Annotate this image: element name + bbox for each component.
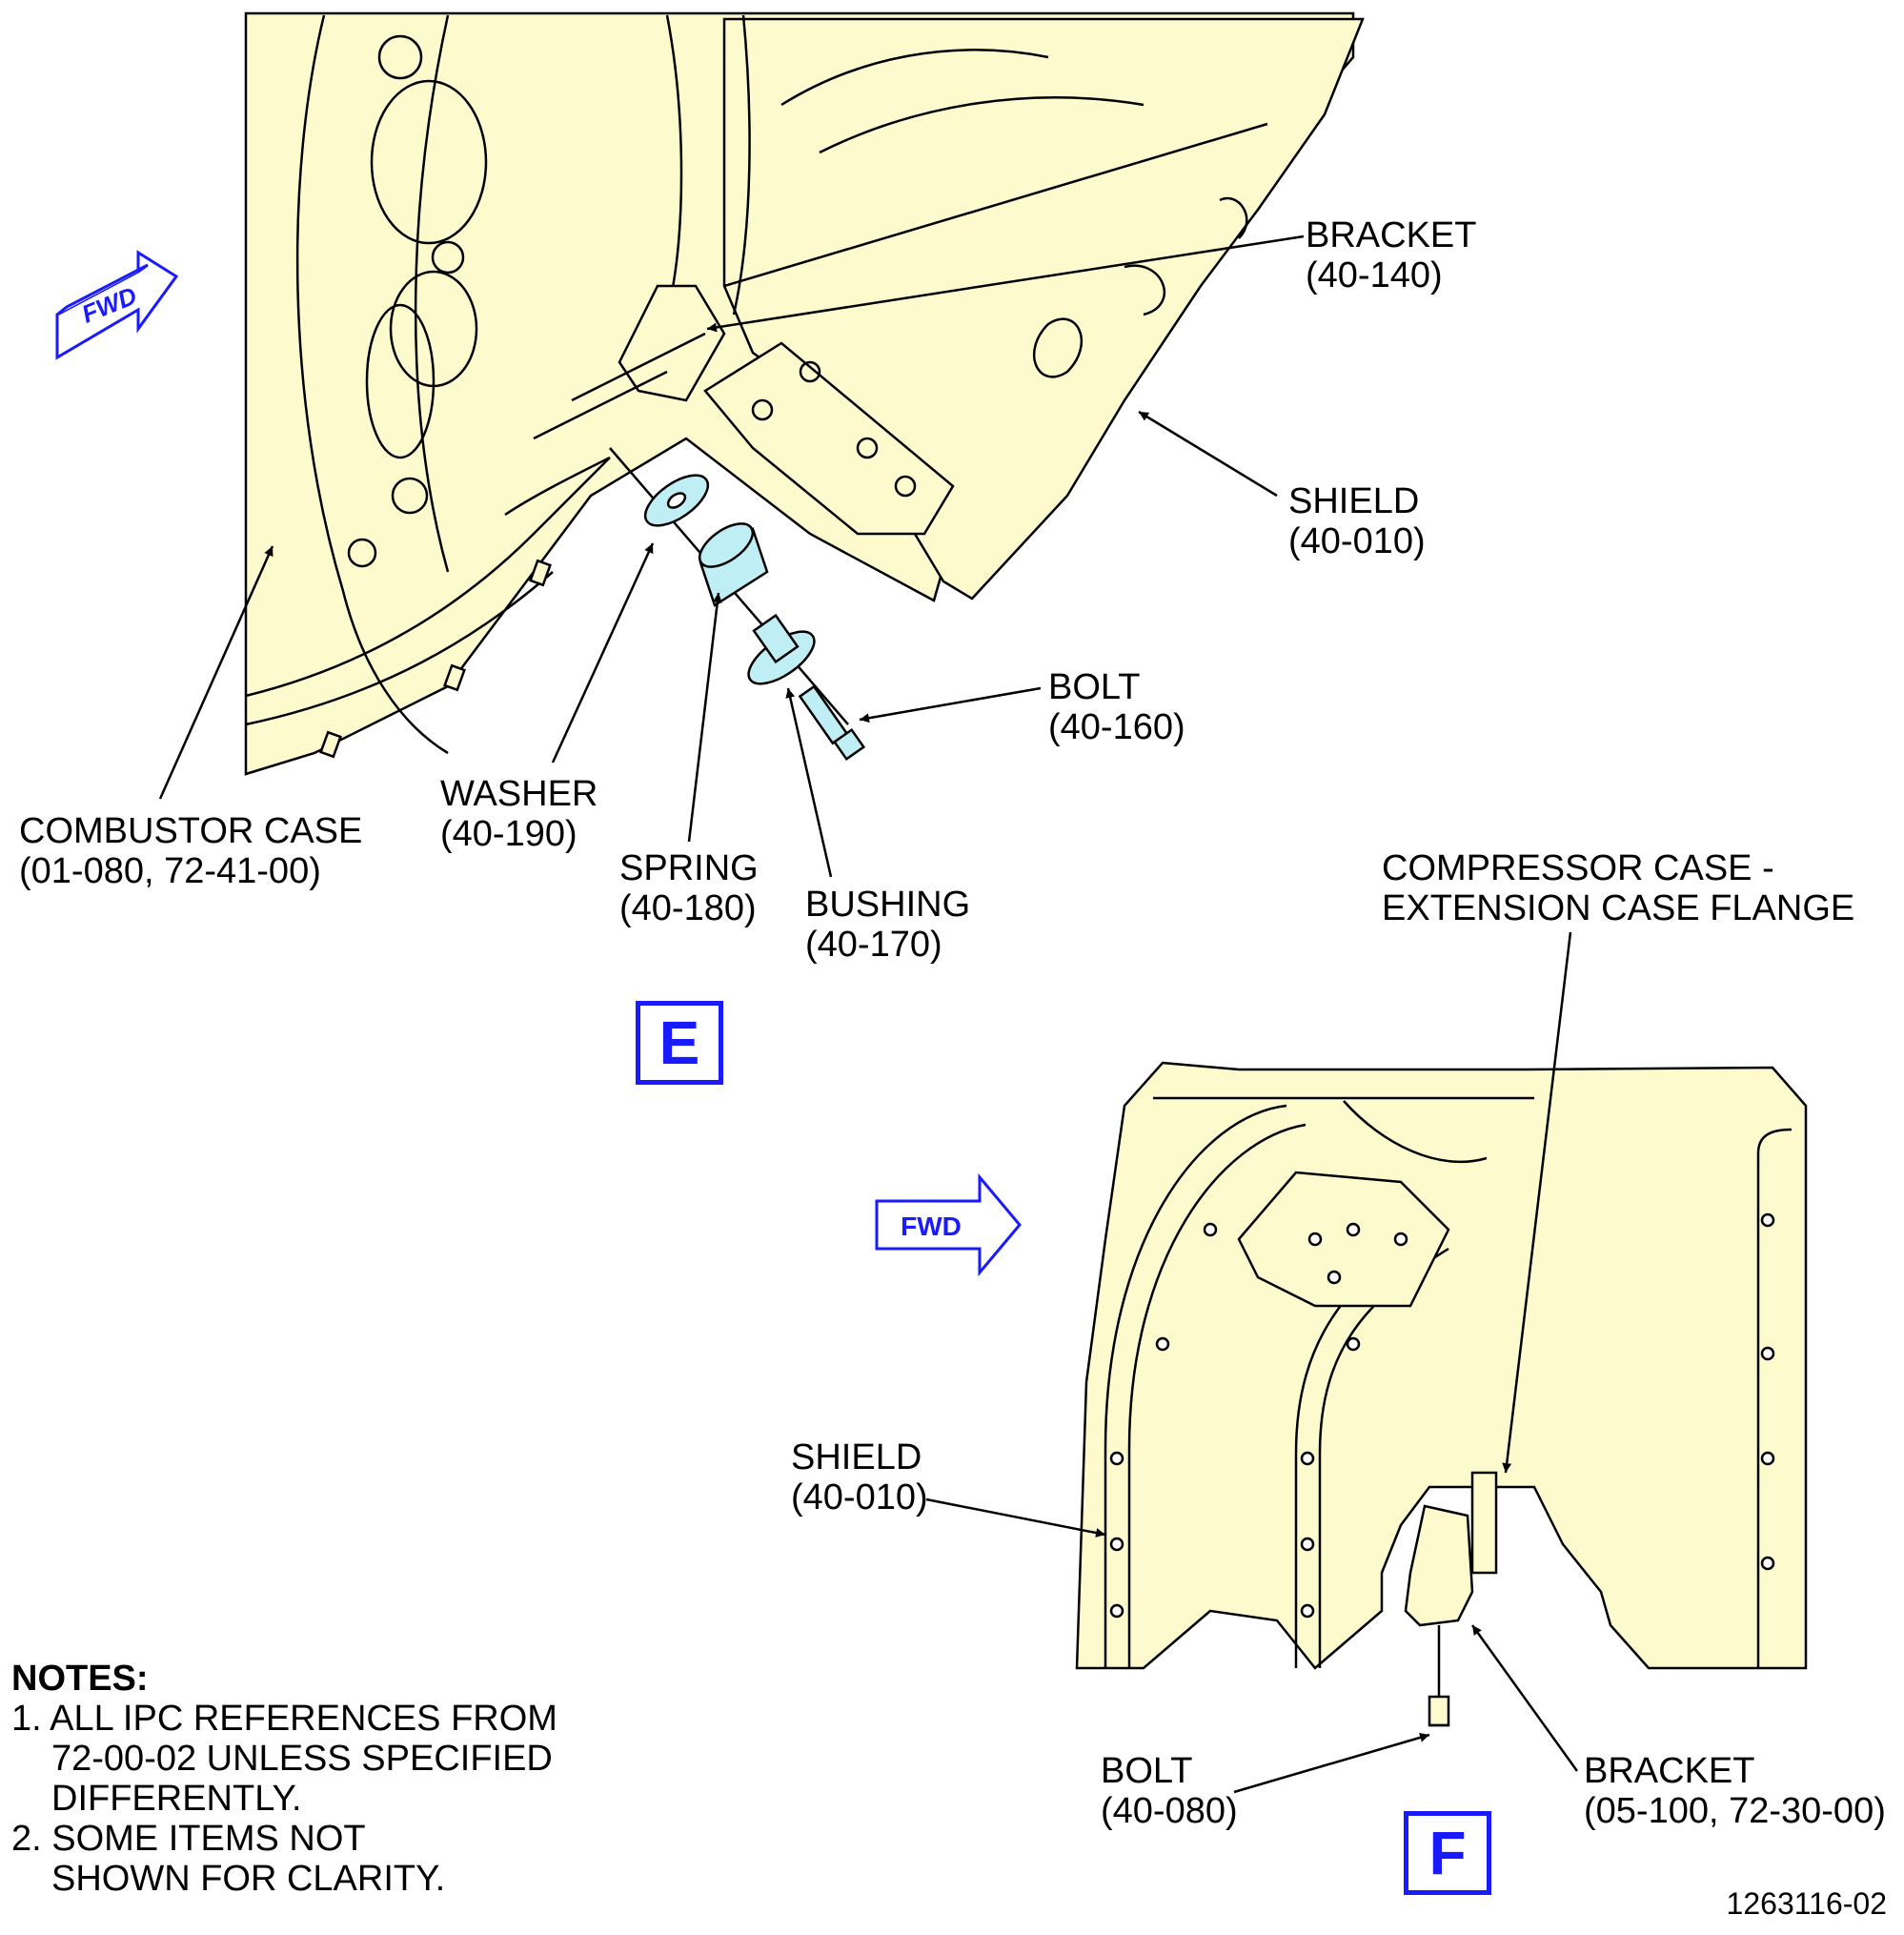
label-bushing-40-170: BUSHING(40-170) [805, 885, 971, 965]
fwd-label-f: FWD [901, 1212, 962, 1241]
note-2-line-1: 2. SOME ITEMS NOT [11, 1819, 366, 1859]
note-2-line-2: SHOWN FOR CLARITY. [51, 1859, 446, 1899]
fwd-arrow-icon-f [875, 1172, 1022, 1277]
note-1-line-2: 72-00-02 UNLESS SPECIFIED [51, 1739, 553, 1779]
view-e-leaders [158, 234, 1305, 878]
notes-block: NOTES: 1. ALL IPC REFERENCES FROM 72-00-… [11, 1659, 557, 1899]
view-f-drawing [1075, 1061, 1808, 1727]
label-spring-40-180: SPRING(40-180) [619, 848, 759, 928]
washer-40-190-part [643, 474, 710, 527]
bracket-40-140-part [618, 284, 726, 402]
view-f-label-box: F [1404, 1811, 1491, 1895]
bolt-40-080-part [1428, 1695, 1450, 1727]
rivet-holes [1109, 1212, 1775, 1619]
note-1-line-3: DIFFERENTLY. [51, 1779, 302, 1819]
view-e-label-box: E [636, 1001, 723, 1085]
label-shield-40-010-f: SHIELD(40-010) [791, 1437, 928, 1517]
view-e-hardware [609, 447, 866, 762]
bolt-40-160-part [798, 684, 866, 762]
view-f-leaders [925, 931, 1579, 1794]
label-bracket-40-140: BRACKET(40-140) [1306, 215, 1477, 295]
label-combustor-case: COMBUSTOR CASE(01-080, 72-41-00) [19, 811, 363, 891]
label-washer-40-190: WASHER(40-190) [440, 774, 598, 854]
view-e-drawing [244, 11, 1365, 776]
label-bracket-05-100: BRACKET(05-100, 72-30-00) [1584, 1751, 1886, 1831]
label-compressor-case-flange: COMPRESSOR CASE -EXTENSION CASE FLANGE [1382, 848, 1855, 928]
label-bolt-40-160: BOLT(40-160) [1048, 667, 1185, 747]
mount-plate-f [1237, 1171, 1450, 1308]
bushing-40-170-part [747, 613, 816, 685]
spring-40-180-part [698, 522, 769, 607]
note-1-line-1: 1. ALL IPC REFERENCES FROM [11, 1699, 557, 1739]
fwd-arrow-icon [55, 250, 179, 360]
label-bolt-40-080: BOLT(40-080) [1101, 1751, 1238, 1831]
bracket-05-100-part [1404, 1471, 1498, 1627]
notes-heading: NOTES: [11, 1659, 149, 1699]
shield-mount-plate [703, 341, 955, 536]
figure-number: 1263116-02 [1726, 1886, 1887, 1921]
label-shield-40-010: SHIELD(40-010) [1288, 481, 1426, 561]
